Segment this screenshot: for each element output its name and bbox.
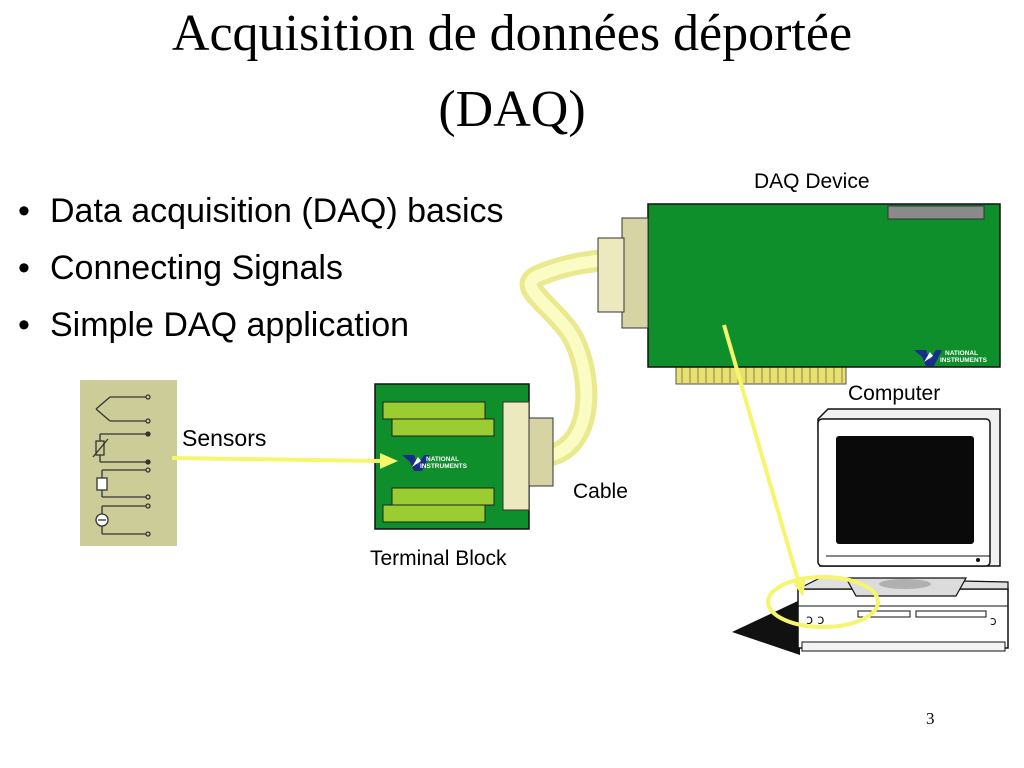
bullet-text: Connecting Signals	[50, 249, 343, 287]
bullet-glyph: •	[18, 249, 30, 287]
computer-shadow	[732, 600, 800, 655]
sensor-panel-background	[80, 380, 177, 546]
expansion-slot-highlight	[766, 575, 880, 629]
sensor-panel	[80, 380, 177, 546]
monitor-stand-base	[879, 579, 931, 589]
terminal-block-connector-front	[502, 401, 530, 511]
page-number: 3	[926, 709, 935, 728]
terminal-block-connector-back	[526, 417, 554, 487]
sensor-signal-arrow	[171, 453, 398, 469]
bullet-text: Simple DAQ application	[50, 306, 410, 344]
floppy-drive	[857, 610, 911, 618]
thermocouple-icon	[95, 394, 151, 424]
terminal-block: NATIONAL INSTRUMENTS	[374, 383, 554, 530]
bullet-item: • Connecting Signals	[18, 245, 504, 302]
label-cable: Cable	[573, 480, 628, 503]
computer-case	[797, 588, 1009, 649]
strain-gauge-icon	[96, 467, 151, 500]
bullet-glyph: •	[18, 192, 30, 230]
monitor-power-icon	[976, 558, 980, 562]
terminal-strip-4	[382, 504, 486, 523]
terminal-strip-2	[391, 418, 495, 437]
slide-title-line2: (DAQ)	[438, 81, 586, 138]
pcb-bracket	[887, 205, 985, 220]
cable-highlight	[524, 254, 611, 461]
bullet-text: Data acquisition (DAQ) basics	[50, 192, 504, 230]
logo-text-line1: NATIONAL	[426, 456, 459, 463]
drive-bay	[915, 610, 987, 618]
terminal-strip-1	[382, 401, 486, 420]
thermistor-icon	[92, 431, 151, 465]
logo-text-line2: INSTRUMENTS	[940, 357, 988, 364]
edge-connector-gold-fingers	[675, 364, 847, 385]
daq-connector-back	[621, 217, 649, 329]
national-instruments-logo-icon: NATIONAL INSTRUMENTS	[402, 455, 468, 471]
case-button-right-icon: ↄ	[990, 614, 997, 628]
lvdt-icon	[95, 503, 151, 537]
logo-text-line1: NATIONAL	[945, 350, 978, 357]
label-daq-device: DAQ Device	[754, 170, 870, 193]
daq-device-board: NATIONAL INSTRUMENTS	[597, 203, 1001, 385]
bullet-glyph: •	[18, 306, 30, 344]
gold-finger-lines	[681, 366, 843, 383]
daq-connector-front	[597, 237, 625, 313]
case-vent	[801, 641, 1006, 652]
logo-text-line2: INSTRUMENTS	[420, 463, 468, 470]
bullet-list: • Data acquisition (DAQ) basics • Connecti…	[18, 188, 504, 359]
bullet-item: • Data acquisition (DAQ) basics	[18, 188, 504, 245]
monitor-screen	[836, 436, 974, 544]
slide-title-line1: Acquisition de données déportée	[171, 5, 853, 62]
label-sensors: Sensors	[182, 425, 267, 451]
bullet-item: • Simple DAQ application	[18, 302, 504, 359]
case-buttons-icon: ↄ ↄ	[806, 613, 824, 628]
terminal-strip-3	[391, 487, 495, 506]
pcb	[647, 203, 1001, 368]
computer: ↄ ↄ ↄ	[732, 408, 1009, 655]
label-terminal-block: Terminal Block	[370, 547, 507, 570]
national-instruments-logo-icon: NATIONAL INSTRUMENTS	[914, 350, 988, 366]
label-computer: Computer	[848, 382, 941, 405]
